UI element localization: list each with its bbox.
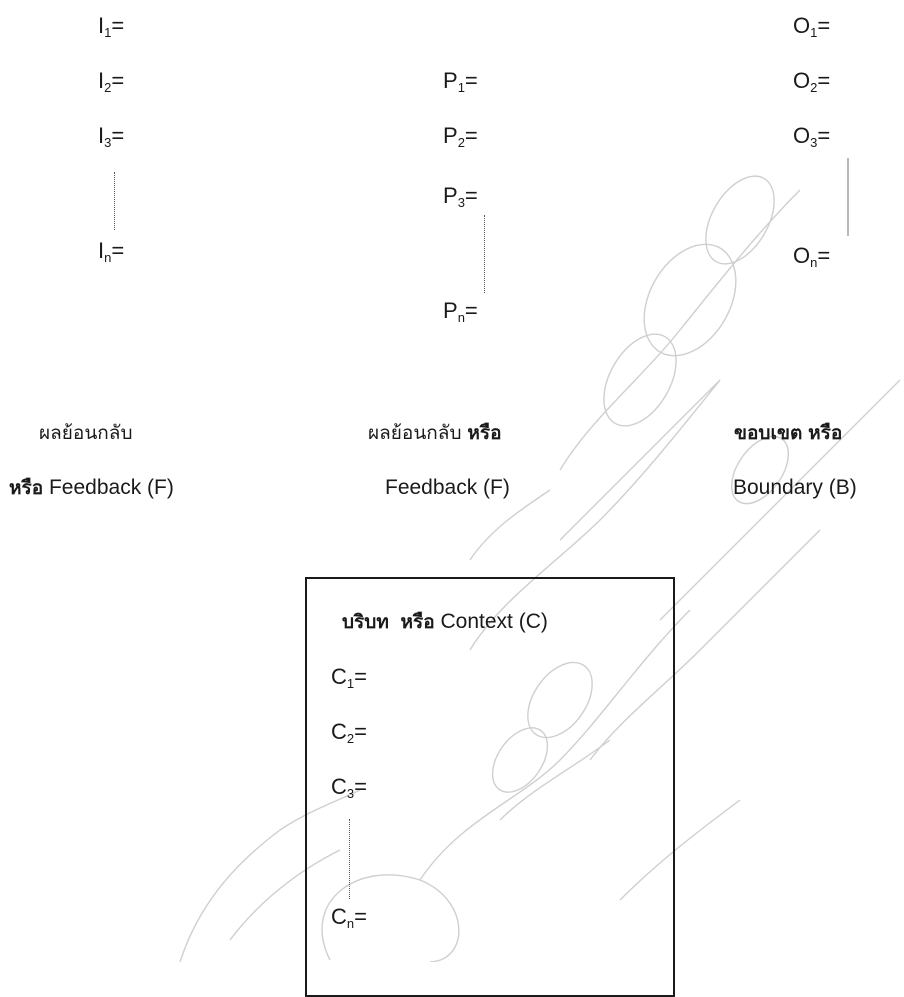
output-o2: O2= — [793, 68, 831, 95]
process-p3: P3= — [443, 183, 478, 210]
output-o1: O1= — [793, 13, 831, 40]
context-c3: C3= — [331, 774, 367, 801]
feedback-mid-caption: Feedback (F) — [385, 476, 510, 499]
context-box: บริบท หรือ Context (C) C1= C2= C3= Cn= — [305, 577, 675, 997]
feedback-left-heading: ผลย้อนกลับ — [39, 422, 133, 444]
context-ellipsis-line — [349, 819, 350, 899]
feedback-left-caption: หรือ Feedback (F) — [9, 476, 174, 499]
boundary-heading: ขอบเขต หรือ — [734, 422, 843, 444]
input-i2: I2= — [98, 68, 125, 95]
process-pn: Pn= — [443, 298, 478, 325]
boundary-caption: Boundary (B) — [733, 476, 857, 499]
process-p1: P1= — [443, 68, 478, 95]
feedback-mid-heading: ผลย้อนกลับ หรือ — [368, 422, 502, 444]
input-ellipsis-line — [114, 172, 115, 230]
output-on: On= — [793, 243, 831, 270]
process-ellipsis-line — [484, 215, 485, 293]
output-ellipsis-line — [847, 158, 849, 236]
context-title: บริบท หรือ Context (C) — [342, 610, 548, 633]
input-in: In= — [98, 238, 125, 265]
input-i1: I1= — [98, 13, 125, 40]
context-c1: C1= — [331, 664, 367, 691]
context-cn: Cn= — [331, 904, 367, 931]
process-p2: P2= — [443, 123, 478, 150]
context-c2: C2= — [331, 719, 367, 746]
input-i3: I3= — [98, 123, 125, 150]
output-o3: O3= — [793, 123, 831, 150]
